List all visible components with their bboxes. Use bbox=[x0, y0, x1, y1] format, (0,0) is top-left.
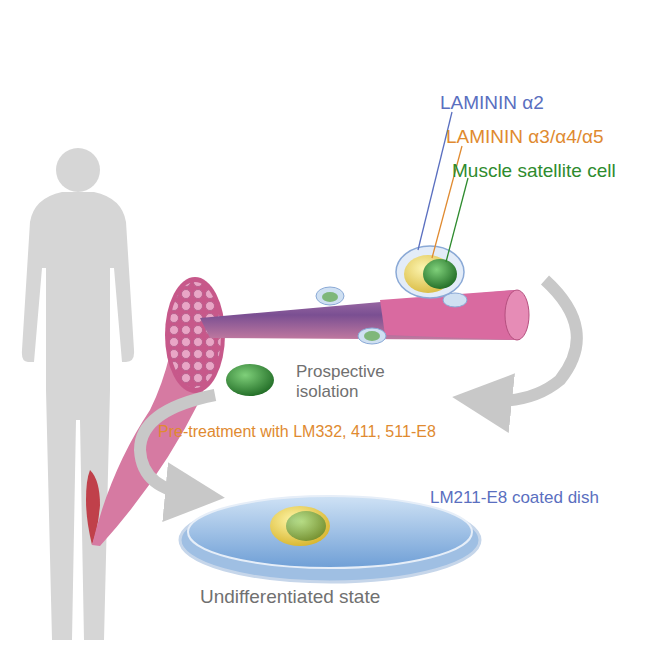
protein-label: LAMININ α3/α4/α5 bbox=[446, 126, 604, 149]
main-satellite-cell bbox=[396, 246, 464, 298]
cell-label: Muscle satellite cell bbox=[452, 160, 616, 183]
fiber-end-cap bbox=[505, 290, 529, 340]
state-label: Undifferentiated state bbox=[200, 586, 380, 609]
fiber-end bbox=[380, 290, 520, 340]
dish-label: LM211-E8 coated dish bbox=[430, 488, 599, 508]
flow-arrow bbox=[140, 395, 215, 495]
flow-arrow bbox=[482, 280, 577, 401]
culture-dish bbox=[180, 496, 480, 582]
protein-label: LAMININ α2 bbox=[440, 92, 544, 115]
step-label: Prospective isolation bbox=[296, 362, 406, 403]
isolated-cell bbox=[226, 364, 274, 396]
human-silhouette bbox=[22, 148, 134, 640]
treatment-label: Pre-treatment with LM332, 411, 511-E8 bbox=[158, 422, 436, 441]
